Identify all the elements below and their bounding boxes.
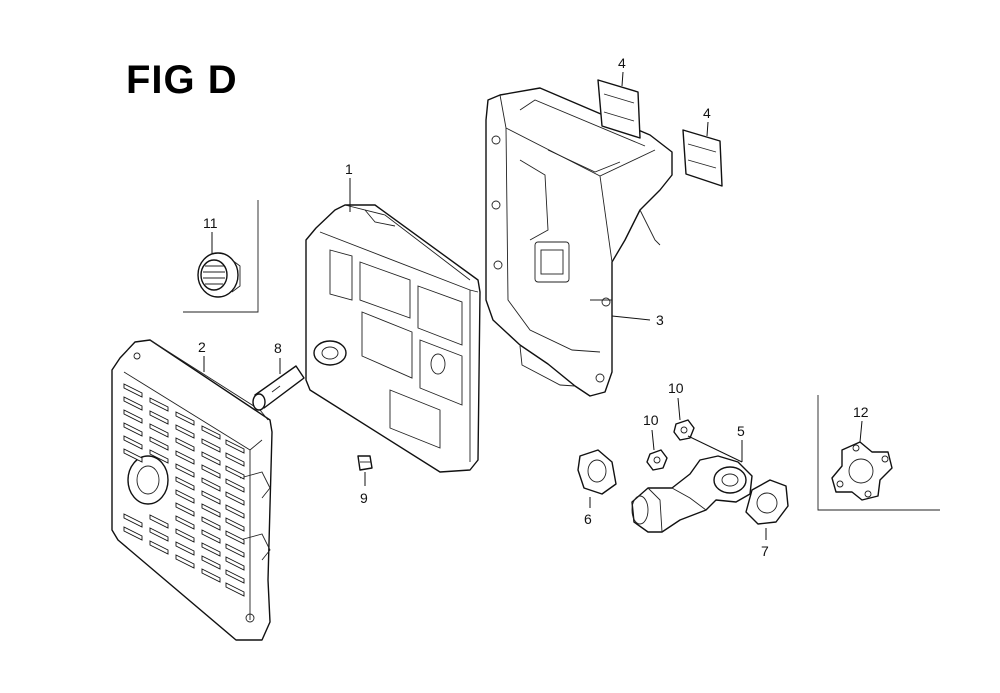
vent-slot — [201, 516, 221, 531]
part-11-cap — [183, 200, 259, 313]
callout-2: 2 — [198, 339, 206, 355]
vent-slot — [123, 513, 143, 528]
vent-slot — [175, 515, 195, 530]
part-4-clip-upper — [597, 79, 641, 139]
callout-8: 8 — [274, 340, 282, 356]
vent-slot — [123, 448, 143, 463]
vent-slot — [201, 438, 221, 453]
vent-slot — [123, 396, 143, 411]
vent-slot — [175, 424, 195, 439]
part-9-screw — [357, 455, 373, 471]
vent-slot — [225, 569, 245, 584]
part-10-nut-lower — [646, 449, 668, 471]
vent-slot — [149, 410, 169, 425]
callout-12: 12 — [853, 404, 869, 420]
vent-slot — [149, 449, 169, 464]
part-10-nut-upper — [673, 419, 695, 441]
callout-7: 7 — [761, 543, 769, 559]
vent-slot — [201, 503, 221, 518]
vent-slot — [123, 435, 143, 450]
vent-slot — [149, 397, 169, 412]
vent-slot — [149, 423, 169, 438]
vent-slot — [123, 422, 143, 437]
vent-slot — [175, 502, 195, 517]
callout-10-upper: 10 — [668, 380, 684, 396]
callout-11: 11 — [203, 215, 218, 231]
vent-slot — [175, 437, 195, 452]
vent-slot — [123, 409, 143, 424]
vent-slot — [149, 436, 169, 451]
part-12-gasket — [817, 395, 940, 511]
part-5-exhaust-pipe — [631, 455, 753, 533]
vent-slot — [201, 542, 221, 557]
vent-slot — [225, 582, 245, 597]
vent-slot — [201, 425, 221, 440]
vent-slot — [123, 526, 143, 541]
vent-slot — [201, 555, 221, 570]
vent-slot — [201, 464, 221, 479]
callout-4-lower: 4 — [703, 105, 711, 121]
vent-slot — [175, 463, 195, 478]
vent-slot — [225, 478, 245, 493]
part-7-flange-gasket — [745, 479, 789, 525]
part-2-muffler-cover — [111, 339, 273, 641]
callout-6: 6 — [584, 511, 592, 527]
part-4-clip-lower — [682, 129, 723, 187]
vent-slot — [175, 528, 195, 543]
callout-10-lower: 10 — [643, 412, 659, 428]
callout-9: 9 — [360, 490, 368, 506]
vent-slot — [175, 411, 195, 426]
leader-lines — [203, 71, 863, 540]
vent-slot — [201, 568, 221, 583]
vent-slot — [149, 514, 169, 529]
callout-5: 5 — [737, 423, 745, 439]
vent-slot — [225, 543, 245, 558]
vent-slot — [123, 383, 143, 398]
vent-slot — [225, 439, 245, 454]
vent-slot — [201, 490, 221, 505]
callout-3: 3 — [656, 312, 664, 328]
vent-slot — [175, 554, 195, 569]
vent-slot — [225, 530, 245, 545]
vent-slot — [225, 465, 245, 480]
vent-slot — [225, 504, 245, 519]
vent-slot — [175, 476, 195, 491]
vent-slot — [201, 477, 221, 492]
callout-1: 1 — [345, 161, 353, 177]
callout-4-upper: 4 — [618, 55, 626, 71]
part-8-tube — [252, 365, 305, 411]
vent-slot — [225, 517, 245, 532]
vent-slot — [201, 529, 221, 544]
part-3-muffler-protector — [485, 87, 673, 397]
figure-title: FIG D — [126, 58, 238, 102]
vent-slot — [225, 452, 245, 467]
part-1-muffler — [305, 204, 481, 473]
vent-slot — [175, 541, 195, 556]
vent-slot — [149, 527, 169, 542]
vent-slot — [225, 491, 245, 506]
vent-slot — [175, 450, 195, 465]
callout-labels: 1 2 3 4 4 5 6 7 8 9 10 10 11 12 — [198, 55, 869, 559]
vent-slot — [149, 540, 169, 555]
vent-slot — [175, 489, 195, 504]
vent-slot — [201, 451, 221, 466]
vent-slot — [225, 556, 245, 571]
part-6-gasket — [577, 449, 617, 495]
